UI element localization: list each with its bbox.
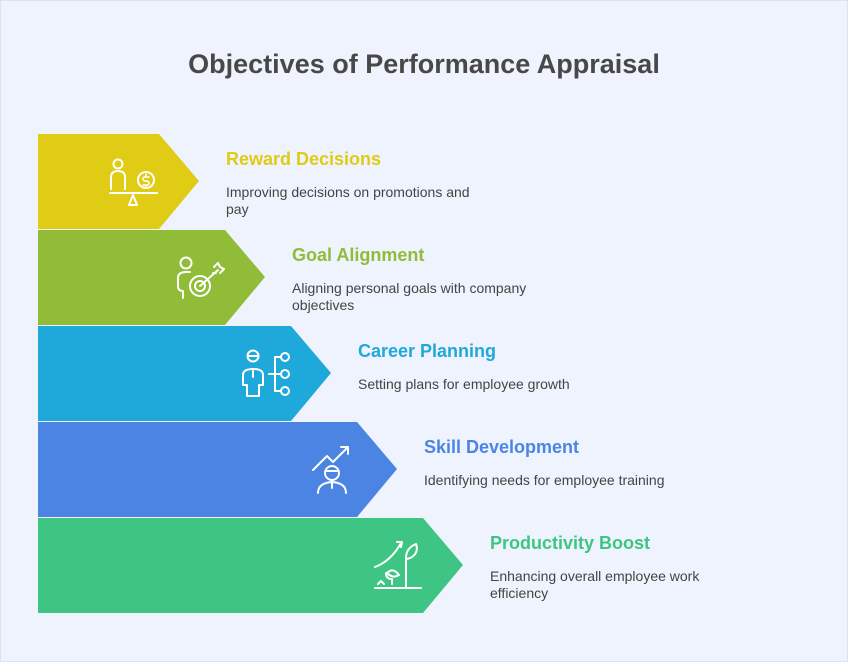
step-shape-4 bbox=[38, 422, 397, 517]
step-description: Identifying needs for employee training bbox=[424, 472, 665, 488]
person-branches-icon bbox=[242, 349, 290, 397]
step-productivity-boost: Productivity Boost Enhancing overall emp… bbox=[490, 533, 790, 602]
step-description: Setting plans for employee growth bbox=[358, 376, 570, 392]
step-skill-development: Skill Development Identifying needs for … bbox=[424, 437, 724, 489]
step-title: Reward Decisions bbox=[226, 149, 382, 169]
step-reward-decisions: Reward Decisions Improving decisions on … bbox=[226, 149, 526, 218]
plant-growth-icon bbox=[374, 541, 422, 589]
step-shape-2 bbox=[38, 230, 265, 325]
step-description: Improving decisions on promotions and pa… bbox=[226, 184, 470, 217]
step-title: Career Planning bbox=[358, 341, 497, 361]
step-title: Skill Development bbox=[424, 437, 580, 457]
step-career-planning: Career Planning Setting plans for employ… bbox=[358, 341, 658, 393]
step-description: Aligning personal goals with company obj… bbox=[292, 280, 527, 313]
step-title: Goal Alignment bbox=[292, 245, 425, 265]
step-goal-alignment: Goal Alignment Aligning personal goals w… bbox=[292, 245, 592, 314]
scale-money-icon bbox=[109, 158, 158, 206]
step-shape-1 bbox=[38, 134, 199, 229]
page-title: Objectives of Performance Appraisal bbox=[188, 49, 660, 79]
step-shape-3 bbox=[38, 326, 331, 421]
step-title: Productivity Boost bbox=[490, 533, 651, 553]
step-shape-5 bbox=[38, 518, 463, 613]
person-target-icon bbox=[177, 256, 225, 299]
person-growth-icon bbox=[312, 446, 349, 494]
step-description: Enhancing overall employee work efficien… bbox=[490, 568, 700, 601]
